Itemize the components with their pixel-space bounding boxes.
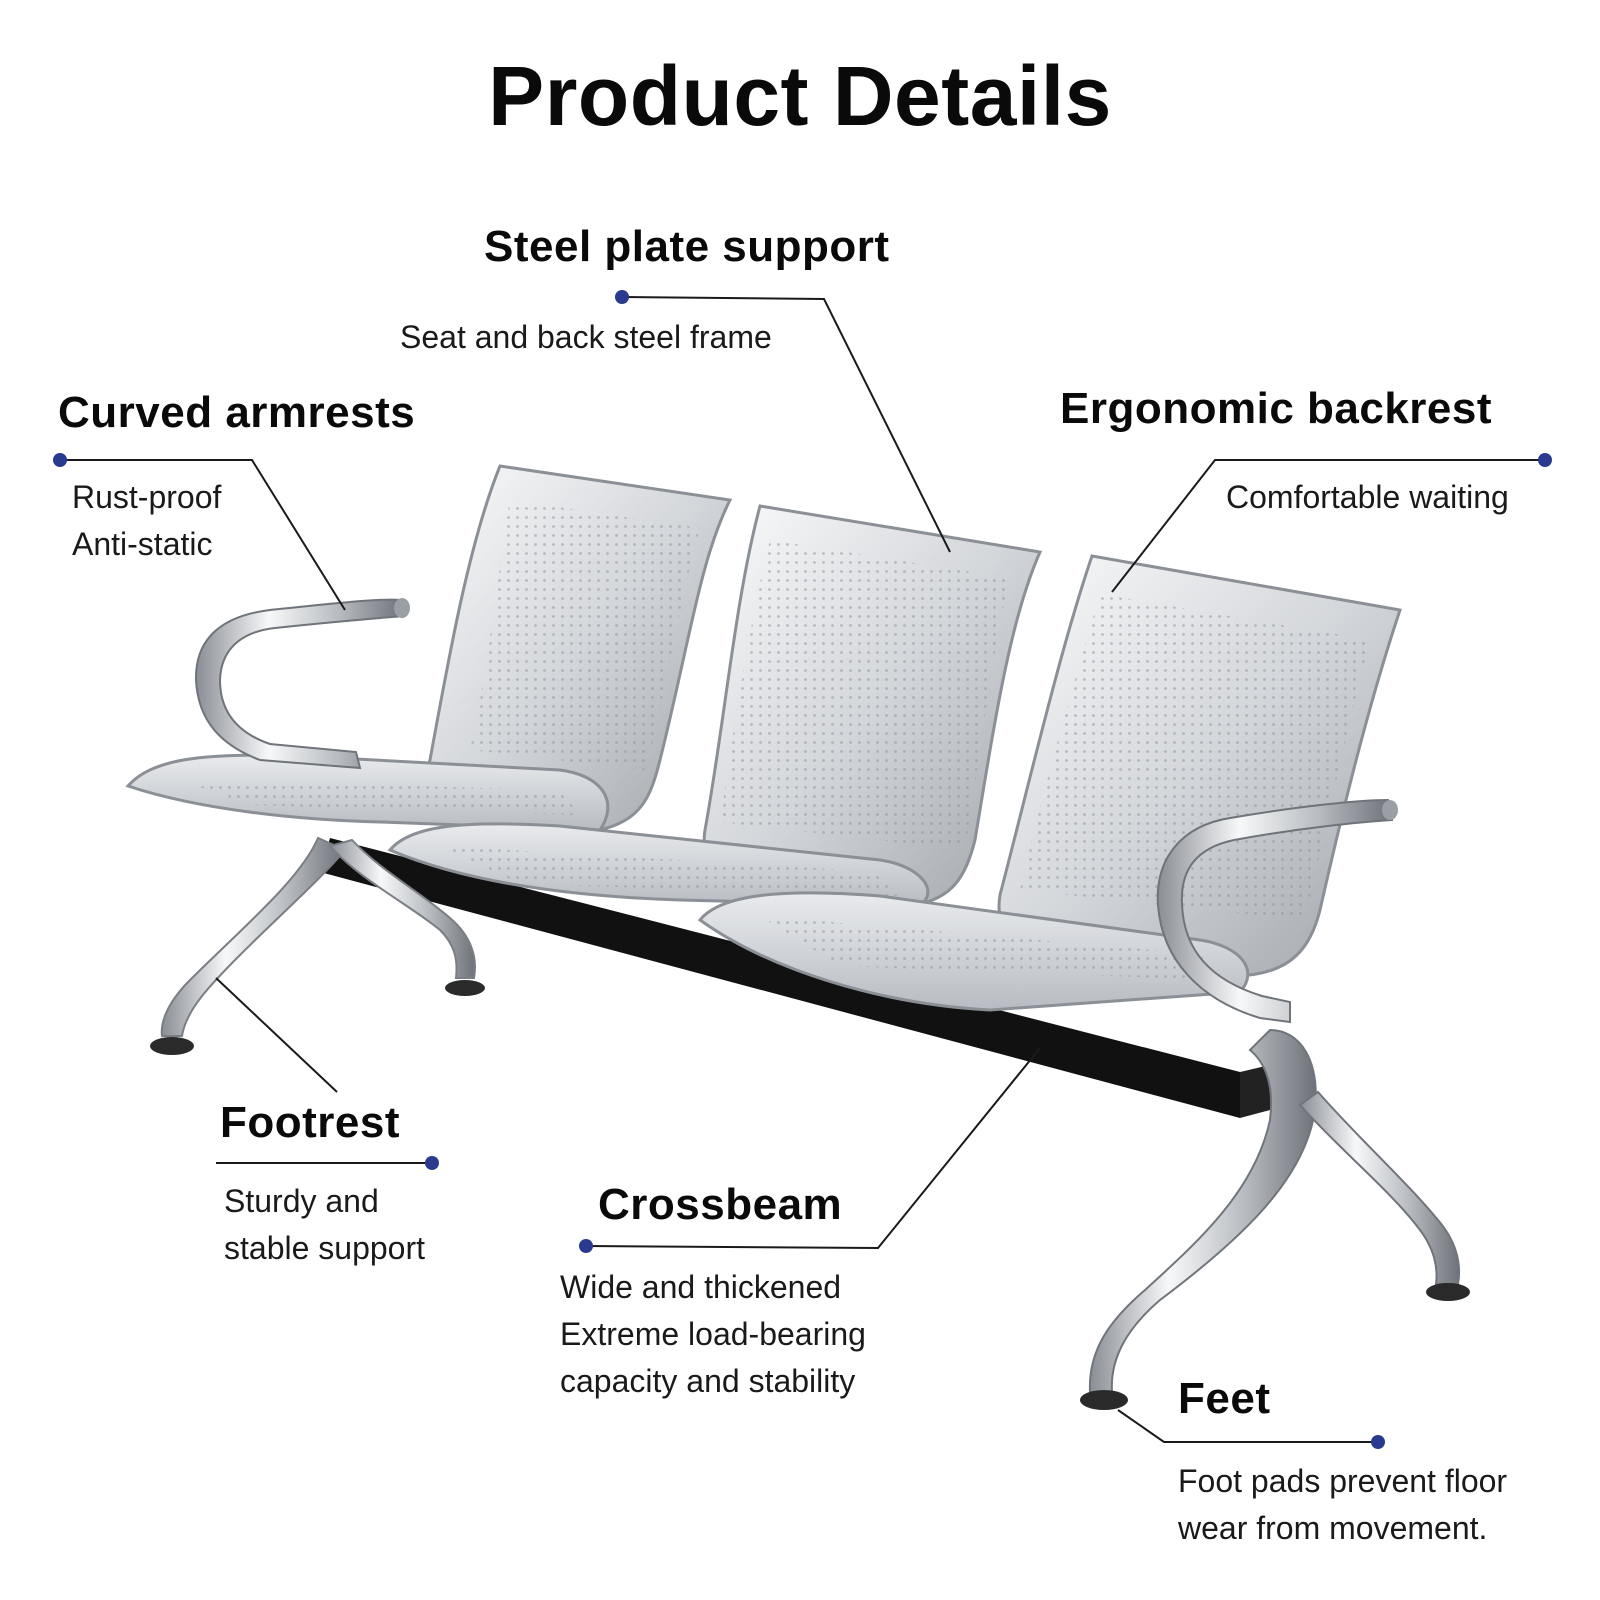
right-leg-part <box>1080 1028 1470 1410</box>
feet-heading: Feet <box>1178 1374 1271 1423</box>
footrest-line-2: stable support <box>224 1230 426 1266</box>
crossbeam-line-3: capacity and stability <box>560 1363 856 1399</box>
steel-plate-description: Seat and back steel frame <box>400 314 772 361</box>
feet-description: Foot pads prevent floor wear from moveme… <box>1178 1458 1507 1552</box>
crossbeam-description: Wide and thickened Extreme load-bearing … <box>560 1264 866 1405</box>
footrest-line-1: Sturdy and <box>224 1183 379 1219</box>
seat-right-part <box>697 554 1402 1012</box>
backrest-line-1: Comfortable waiting <box>1226 479 1509 515</box>
armrests-description: Rust-proof Anti-static <box>72 474 221 568</box>
left-leg-part <box>150 836 485 1055</box>
backrest-description: Comfortable waiting <box>1226 474 1509 521</box>
crossbeam-line-2: Extreme load-bearing <box>560 1316 866 1352</box>
crossbeam-heading: Crossbeam <box>598 1180 843 1229</box>
left-armrest-part <box>194 598 410 770</box>
feet-line-1: Foot pads prevent floor <box>1178 1463 1508 1499</box>
armrests-line-1: Rust-proof <box>72 479 222 515</box>
right-armrest-part <box>1156 798 1398 1024</box>
feet-line-2: wear from movement. <box>1178 1510 1488 1546</box>
backrest-heading: Ergonomic backrest <box>1060 384 1493 433</box>
steel-plate-line-1: Seat and back steel frame <box>400 319 772 355</box>
footrest-description: Sturdy and stable support <box>224 1178 425 1272</box>
page-title: Product Details <box>488 49 1112 143</box>
crossbeam-line-1: Wide and thickened <box>560 1269 842 1305</box>
armrests-heading: Curved armrests <box>58 388 416 437</box>
armrests-line-2: Anti-static <box>72 526 213 562</box>
steel-plate-heading: Steel plate support <box>484 222 890 271</box>
footrest-heading: Footrest <box>220 1098 400 1147</box>
seat-middle-part <box>387 504 1043 908</box>
